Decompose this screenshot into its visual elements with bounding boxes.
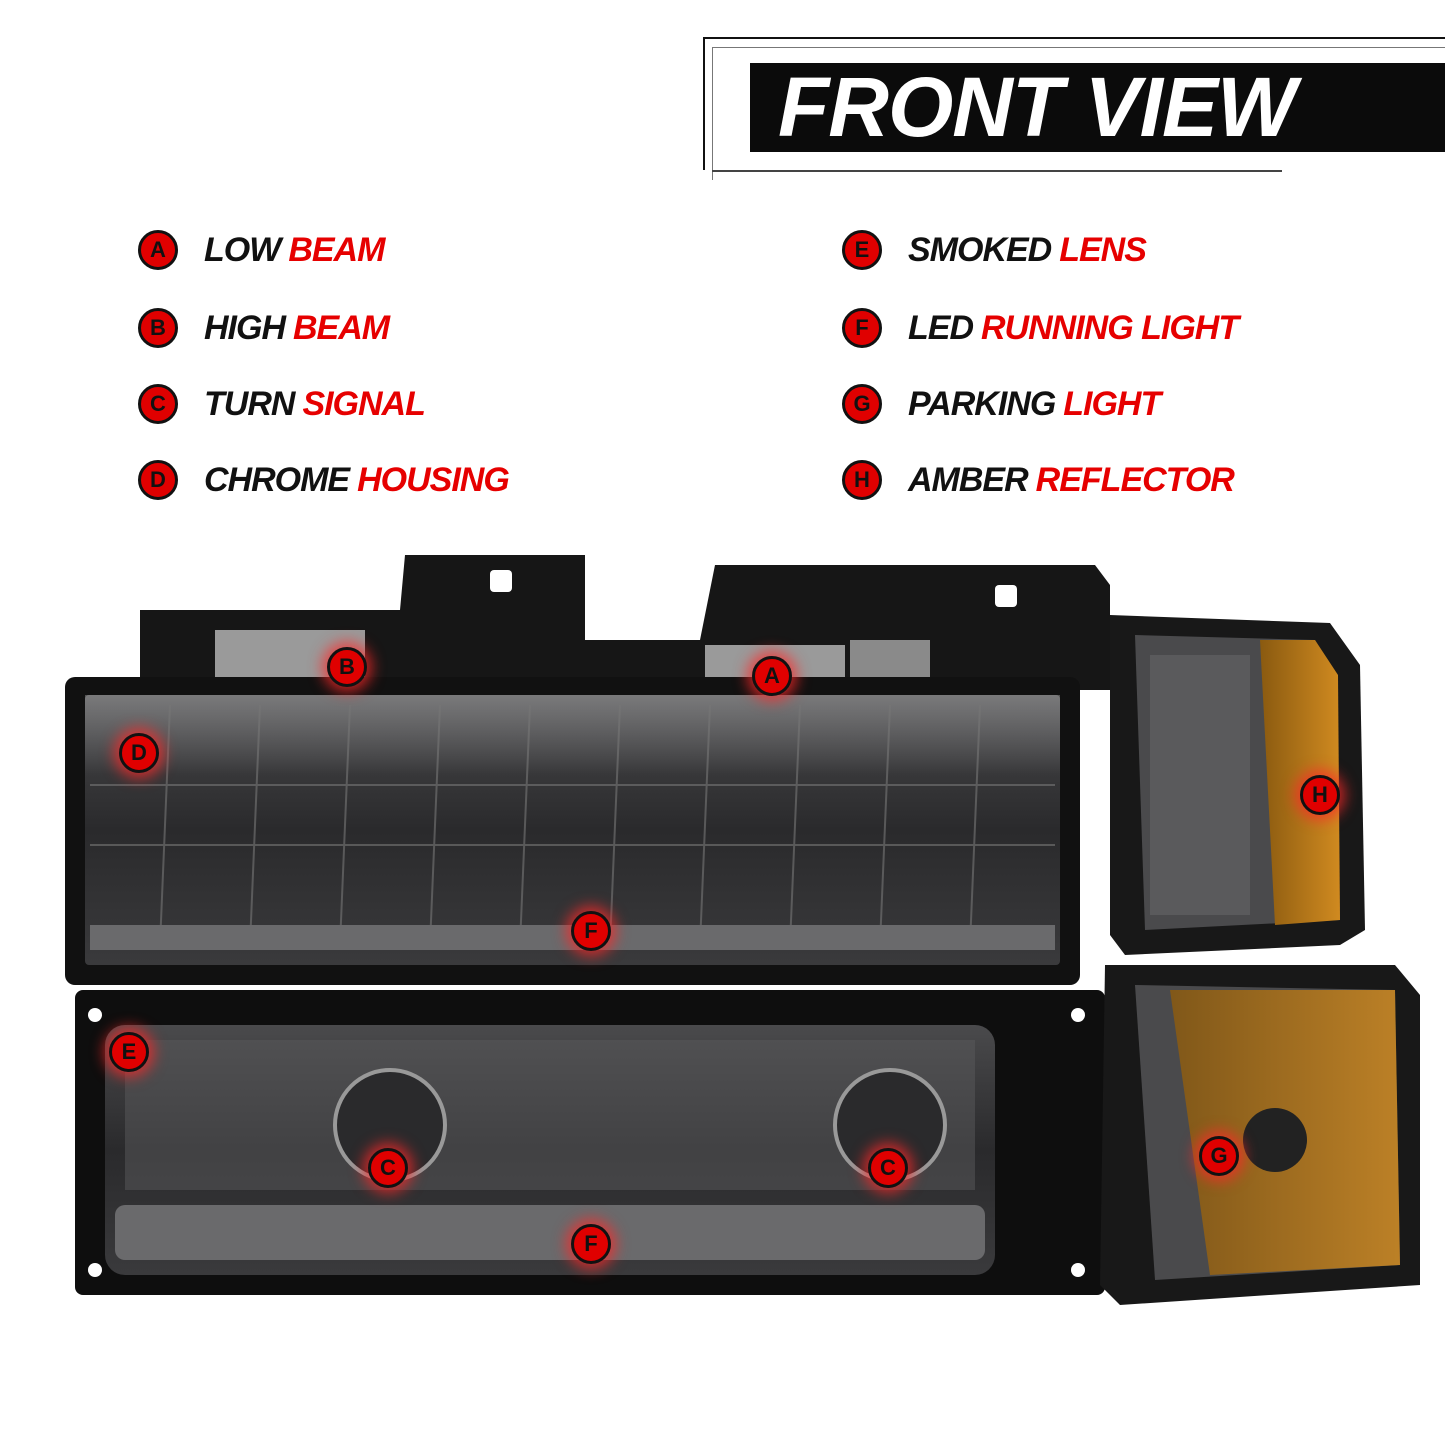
title-frame-inner [712,47,1445,180]
legend-label-red: BEAM [293,308,390,347]
lower-turn-signal-lamp [75,990,1105,1295]
parking-bulb [1243,1108,1307,1172]
headlight-set-illustration [65,555,1420,1305]
callout-high-beam: B [327,647,367,687]
mount-hole [995,585,1017,607]
legend-badge: C [138,384,178,424]
callout-amber-reflector: H [1300,775,1340,815]
legend-label-black: CHROME [204,460,350,499]
callout-smoked-lens: E [109,1032,149,1072]
legend-label-black: HIGH [204,308,286,347]
legend-badge: H [842,460,882,500]
legend-badge: G [842,384,882,424]
legend-label-black: AMBER [908,460,1029,499]
callout-low-beam: A [752,656,792,696]
rear-mounting-bracket [140,555,1110,690]
legend-label-black: LOW [204,230,281,269]
title-frame [703,37,1445,170]
legend-label-black: TURN [204,384,295,423]
legend-badge: E [842,230,882,270]
legend-label-red: BEAM [288,230,385,269]
legend-label-red: LIGHT [1063,384,1161,423]
legend-label-black: LED [908,308,974,347]
callout-chrome-housing: D [119,733,159,773]
title-underline [712,170,1282,172]
mount-hole [490,570,512,592]
amber-reflector [1260,640,1340,925]
page-title: FRONT VIEW [750,63,1445,152]
callout-turn-signal-left: C [368,1148,408,1188]
upper-headlamp [65,677,1080,985]
legend-label-red: REFLECTOR [1035,460,1235,499]
callout-led-running-light-lower: F [571,1224,611,1264]
callout-parking-light: G [1199,1136,1239,1176]
legend-label-red: SIGNAL [302,384,425,423]
legend-label-black: PARKING [908,384,1056,423]
legend-label-red: RUNNING LIGHT [981,308,1239,347]
led-running-light-bar [115,1205,985,1260]
legend-badge: A [138,230,178,270]
callout-led-running-light-upper: F [571,911,611,951]
legend-badge: B [138,308,178,348]
callout-turn-signal-right: C [868,1148,908,1188]
legend-label-red: LENS [1059,230,1147,269]
legend-badge: D [138,460,178,500]
legend-badge: F [842,308,882,348]
upper-corner-lamp [1110,615,1365,955]
legend-label-black: SMOKED [908,230,1052,269]
lower-corner-lamp [1100,965,1420,1305]
legend-label-red: HOUSING [357,460,510,499]
